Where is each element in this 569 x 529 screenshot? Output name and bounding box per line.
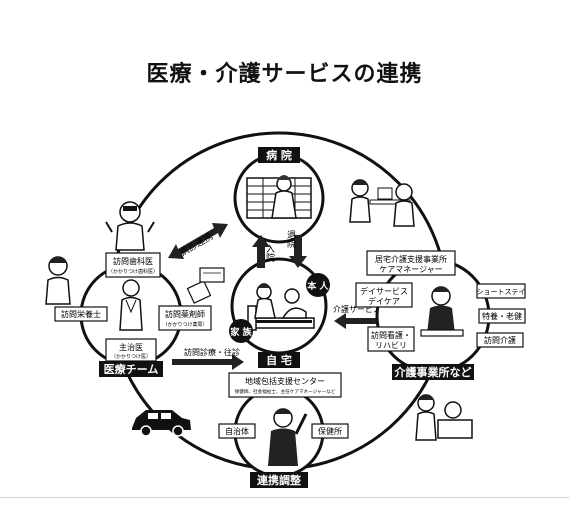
car-icon xyxy=(132,410,191,437)
short-stay-box: ショートステイ xyxy=(476,283,526,299)
care-manager-label-2: ケアマネージャー xyxy=(379,265,442,274)
community-center-label: 地域包括支援センター xyxy=(245,376,325,386)
dentist-label: 訪問歯科医 xyxy=(113,256,153,266)
gp-sub: （かかりつけ医） xyxy=(111,353,151,360)
community-center-box: 地域包括支援センター 保健師、社会福祉士、主任ケアマネージャーなど xyxy=(228,372,342,398)
official-icon xyxy=(268,408,308,466)
coordination-hub: 連携調整 xyxy=(233,386,325,488)
medicine-bag-icon xyxy=(186,267,225,304)
health-center-label: 保健所 xyxy=(318,426,342,436)
day-service-box: デイサービス デイケア xyxy=(355,282,413,308)
home-label: 自 宅 xyxy=(266,353,292,367)
home-label-box xyxy=(258,352,300,368)
nutritionist-box: 訪問栄養士 xyxy=(54,306,108,322)
gp-label: 主治医 xyxy=(119,342,143,352)
care-manager-icon xyxy=(420,286,464,337)
admission-label: 入院 xyxy=(264,244,275,263)
home-visit-arrow xyxy=(172,354,244,370)
visiting-nursing-label-2: リハビリ xyxy=(375,341,407,350)
dentist-icon xyxy=(105,201,155,251)
hospital-link-label: 病診連携 xyxy=(178,230,215,258)
nursing-home-label: 特養・老健 xyxy=(482,311,522,321)
home-bed-icon xyxy=(247,283,315,331)
day-service-label-2: デイケア xyxy=(368,296,400,306)
home-helper-icon xyxy=(415,394,473,441)
pharmacist-label: 訪問薬剤師 xyxy=(165,309,205,319)
nutritionist-icon xyxy=(45,256,71,305)
municipality-label: 自治体 xyxy=(225,426,249,436)
home-hub: 本 人 家 族 自 宅 xyxy=(229,257,330,368)
care-manager-box: 居宅介護支援事業所 ケアマネージャー xyxy=(366,250,456,276)
community-center-sub: 保健師、社会福祉士、主任ケアマネージャーなど xyxy=(235,388,336,395)
medical-team-label: 医療チーム xyxy=(104,362,159,376)
coordination-label: 連携調整 xyxy=(257,473,301,487)
nurse-icon xyxy=(271,175,297,219)
discharge-label: 退院 xyxy=(285,230,296,249)
medical-team-label-box xyxy=(99,361,163,377)
bottom-divider xyxy=(0,497,569,498)
hospital-label: 病 院 xyxy=(266,148,292,162)
dentist-sub: （かかりつけ歯科医） xyxy=(108,268,158,275)
home-care-label: 訪問介護 xyxy=(484,335,516,345)
family-tag: 家 族 xyxy=(230,326,252,338)
gp-box: 主治医 （かかりつけ医） xyxy=(105,338,157,362)
home-care-box: 訪問介護 xyxy=(476,332,524,348)
coordination-label-box xyxy=(250,472,308,488)
visiting-nursing-box: 訪問看護・ リハビリ xyxy=(367,326,415,352)
care-providers-label-box xyxy=(392,364,474,380)
dentist-box: 訪問歯科医 （かかりつけ歯科医） xyxy=(105,252,161,278)
nursing-home-box: 特養・老健 xyxy=(478,308,526,324)
nutritionist-label: 訪問栄養士 xyxy=(61,309,101,319)
visiting-nursing-label-1: 訪問看護・ xyxy=(371,330,411,340)
hospital-link-arrow xyxy=(168,223,228,259)
care-service-label: 介護サービス xyxy=(333,304,381,314)
care-providers-hub: 介護事業所など xyxy=(375,258,491,380)
care-service-arrow xyxy=(334,313,390,329)
pharmacist-sub: （かかりつけ薬局） xyxy=(162,321,207,328)
home-visit-label: 訪問診療・往診 xyxy=(184,347,240,357)
doctor-icon xyxy=(119,279,143,331)
discharge-arrow xyxy=(289,235,307,268)
family-tag-circle xyxy=(229,319,253,343)
pharmacist-box: 訪問薬剤師 （かかりつけ薬局） xyxy=(158,305,212,331)
day-service-label-1: デイサービス xyxy=(360,286,408,296)
patient-tag: 本 人 xyxy=(307,280,329,292)
care-manager-label-1: 居宅介護支援事業所 xyxy=(375,254,447,264)
hospital-label-box xyxy=(258,147,300,163)
health-center-box: 保健所 xyxy=(311,423,349,439)
caregiver-icon xyxy=(349,179,415,227)
municipality-box: 自治体 xyxy=(218,423,256,439)
admission-arrow xyxy=(252,235,270,268)
hospital-hub: 病 院 xyxy=(233,147,325,244)
care-providers-label: 介護事業所など xyxy=(394,365,472,379)
patient-tag-circle xyxy=(306,273,330,297)
short-stay-label: ショートステイ xyxy=(477,288,526,296)
page-title: 医療・介護サービスの連携 xyxy=(146,61,423,87)
